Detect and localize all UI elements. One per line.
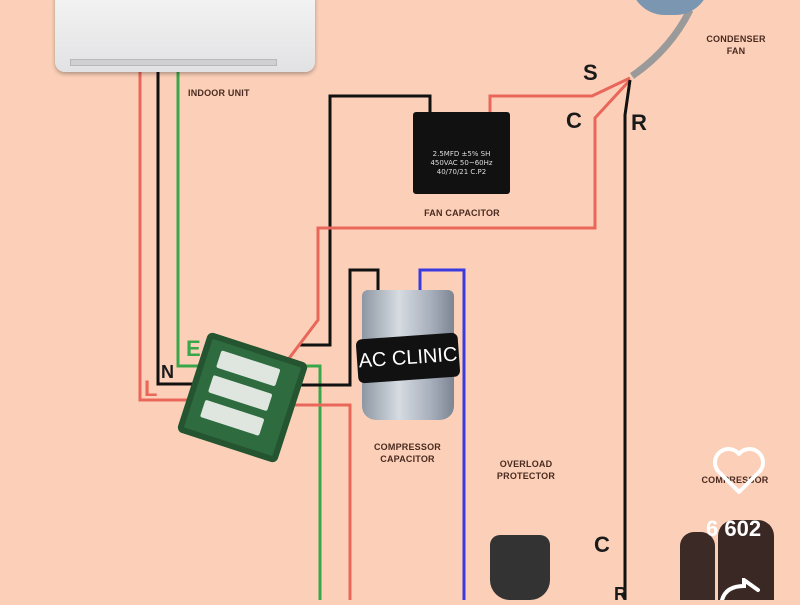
condenser-label-line2: FAN <box>726 46 746 56</box>
condenser-fan-label: CONDENSER FAN <box>698 33 774 57</box>
fan-capacitor-label: FAN CAPACITOR <box>424 208 500 218</box>
wire-blue <box>418 268 466 600</box>
condenser-label-line1: CONDENSER <box>706 34 766 44</box>
compressor-capacitor-label: COMPRESSOR CAPACITOR <box>360 441 455 465</box>
overload-line1: OVERLOAD <box>499 459 553 469</box>
compcap-line1: COMPRESSOR <box>373 442 441 452</box>
terminal-C-compressor: C <box>594 532 610 557</box>
fancap-spec-3: 40/70/21 C.P2 <box>436 168 487 176</box>
wire-fan-C <box>248 78 632 411</box>
wire-line <box>138 70 200 402</box>
condenser-fan-cable <box>630 8 694 79</box>
share-arrow-icon[interactable] <box>718 578 762 600</box>
wire-earth <box>176 70 322 600</box>
compressor-image <box>680 520 775 600</box>
terminal-R-compressor: R <box>614 584 627 604</box>
fan-capacitor-image: 2.5MFD ±5% SH 450VAC 50~60Hz 40/70/21 C.… <box>413 112 510 194</box>
wire-neutral-compcap <box>250 268 380 387</box>
like-count: 6 602 <box>706 516 762 541</box>
condenser-fan-image <box>630 0 710 15</box>
wire-fan-R <box>623 79 632 600</box>
indoor-unit-image <box>55 0 315 72</box>
terminal-E: E <box>186 336 201 361</box>
fancap-spec-2: 450VAC 50~60Hz <box>430 159 493 167</box>
heart-icon[interactable] <box>712 446 766 496</box>
overload-protector-label: OVERLOAD PROTECTOR <box>490 458 562 482</box>
terminal-L: L <box>144 376 158 401</box>
terminal-N: N <box>161 362 174 382</box>
indoor-unit-label: INDOOR UNIT <box>188 88 250 98</box>
wire-fancap-S <box>488 76 631 112</box>
compcap-line2: CAPACITOR <box>380 454 435 464</box>
wire-neutral <box>156 70 210 386</box>
overload-protector-image <box>490 535 550 600</box>
fancap-spec-1: 2.5MFD ±5% SH <box>432 150 491 158</box>
overload-line2: PROTECTOR <box>496 471 556 481</box>
terminal-C-fan: C <box>566 108 582 133</box>
terminal-R-fan: R <box>631 110 647 135</box>
watermark-badge: AC CLINIC <box>355 332 461 384</box>
terminal-S: S <box>583 60 598 85</box>
wire-neutral-fancap <box>300 94 432 347</box>
compressor-label: COMPRESSOR <box>701 475 769 485</box>
